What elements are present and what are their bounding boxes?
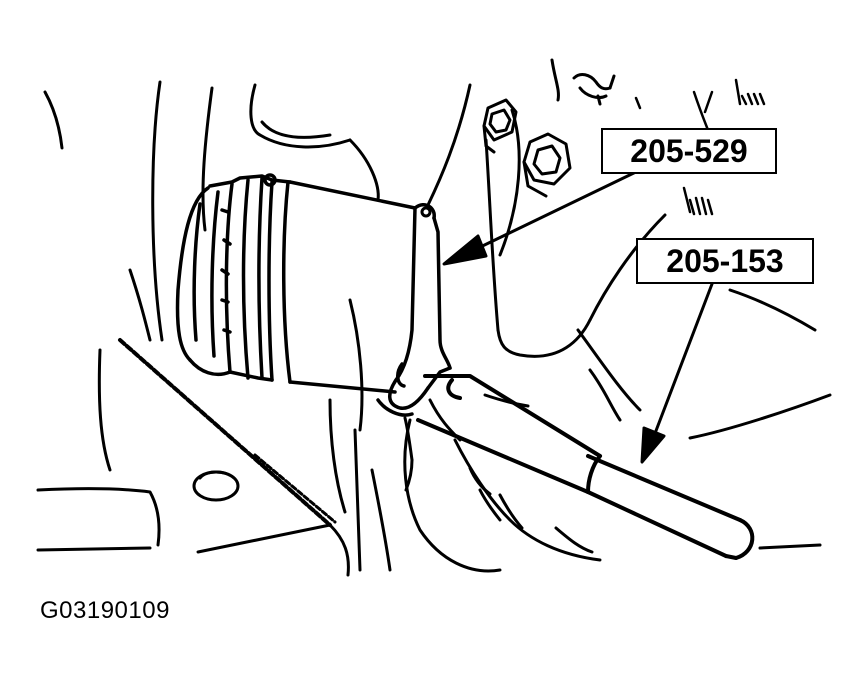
- cv-housing: [281, 180, 436, 394]
- spring-marks: [634, 78, 766, 216]
- leader-arrow-205-529: [442, 168, 642, 266]
- knuckle-lower: [428, 288, 832, 562]
- lower-panel: [36, 298, 502, 577]
- round-plug: [192, 470, 240, 502]
- cv-joint-boot: [175, 173, 292, 382]
- hex-nut-2: [522, 132, 572, 198]
- drive-shaft-lines: [403, 416, 414, 492]
- slide-hammer-shaft: [416, 374, 755, 560]
- tool-callout-205-153: 205-153: [636, 238, 814, 284]
- background-structure: [43, 58, 667, 358]
- boot-clamp-tool: [376, 206, 452, 417]
- hex-nut-1: [482, 98, 518, 154]
- figure-id-label: G03190109: [40, 597, 170, 624]
- tool-callout-205-529: 205-529: [601, 128, 777, 174]
- top-bracket: [572, 73, 616, 106]
- leader-arrow-205-153: [640, 282, 714, 464]
